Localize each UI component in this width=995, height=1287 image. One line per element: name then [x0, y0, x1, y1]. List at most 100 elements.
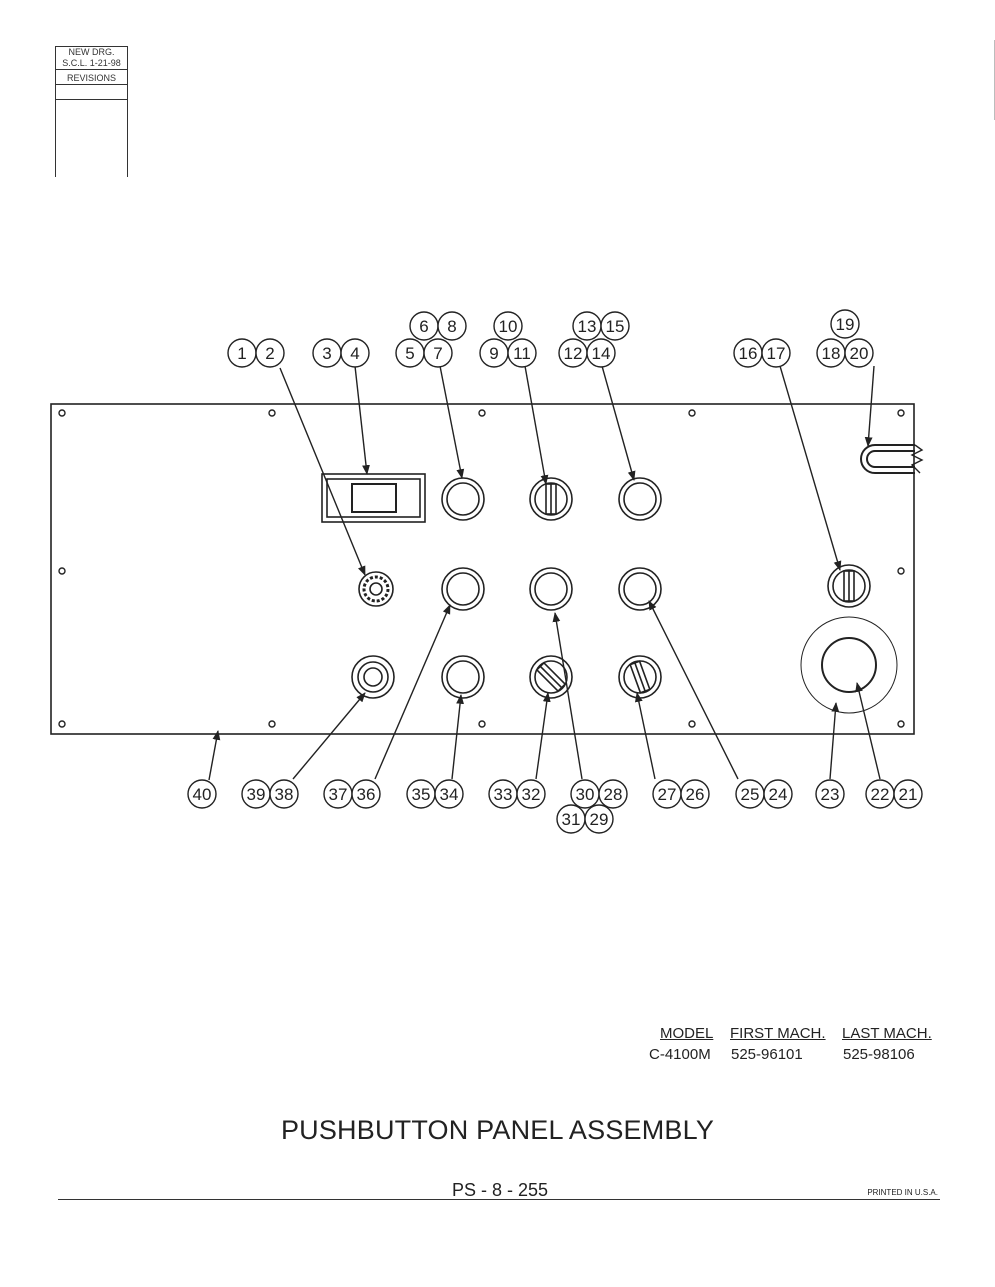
- callout-38: 38: [269, 779, 299, 809]
- callout-1: 1: [227, 338, 257, 368]
- indicator-light: [358, 571, 394, 607]
- revisions-header: REVISIONS: [66, 73, 116, 83]
- svg-text:29: 29: [590, 810, 609, 829]
- revision-date: S.C.L. 1-21-98: [62, 58, 121, 68]
- svg-text:22: 22: [871, 785, 890, 804]
- svg-text:30: 30: [576, 785, 595, 804]
- callout-9: 9: [479, 338, 509, 368]
- svg-text:18: 18: [822, 344, 841, 363]
- panel-outline: [50, 403, 915, 735]
- callout-32: 32: [516, 779, 546, 809]
- callout-36: 36: [351, 779, 381, 809]
- svg-text:35: 35: [412, 785, 431, 804]
- svg-text:40: 40: [193, 785, 212, 804]
- svg-text:19: 19: [836, 315, 855, 334]
- selector-switch-col2-top: [529, 477, 573, 521]
- hour-meter: [321, 473, 426, 523]
- svg-text:14: 14: [592, 344, 611, 363]
- svg-text:4: 4: [350, 344, 359, 363]
- callout-11: 11: [507, 338, 537, 368]
- revision-new-drawing: NEW DRG.: [68, 47, 115, 57]
- model-header: MODEL: [660, 1025, 714, 1042]
- callout-15: 15: [600, 311, 630, 341]
- pushbutton-col1-mid: [441, 567, 485, 611]
- callout-26: 26: [680, 779, 710, 809]
- first-mach-value: 525-96101: [731, 1046, 803, 1063]
- svg-text:31: 31: [562, 810, 581, 829]
- svg-text:12: 12: [564, 344, 583, 363]
- pushbutton-col1-bot: [441, 655, 485, 699]
- callout-3: 3: [312, 338, 342, 368]
- callout-21: 21: [893, 779, 923, 809]
- svg-text:38: 38: [275, 785, 294, 804]
- pushbutton-col3-top: [618, 477, 662, 521]
- svg-text:3: 3: [322, 344, 331, 363]
- svg-text:27: 27: [658, 785, 677, 804]
- callout-13: 13: [572, 311, 602, 341]
- callout-8: 8: [437, 311, 467, 341]
- svg-text:26: 26: [686, 785, 705, 804]
- callout-24: 24: [763, 779, 793, 809]
- footer-rule: [58, 1199, 940, 1200]
- callout-5: 5: [395, 338, 425, 368]
- svg-text:28: 28: [604, 785, 623, 804]
- pushbutton-col2-mid: [529, 567, 573, 611]
- callout-29: 29: [584, 804, 614, 834]
- callout-37: 37: [323, 779, 353, 809]
- callout-2: 2: [255, 338, 285, 368]
- callout-12: 12: [558, 338, 588, 368]
- emergency-stop-button: [800, 616, 898, 714]
- svg-text:36: 36: [357, 785, 376, 804]
- cable-connector: [860, 444, 924, 474]
- last-mach-header: LAST MACH.: [842, 1025, 932, 1042]
- page-number: PS - 8 - 255: [451, 1180, 549, 1200]
- svg-text:8: 8: [447, 317, 456, 336]
- svg-text:39: 39: [247, 785, 266, 804]
- svg-text:34: 34: [440, 785, 459, 804]
- callout-17: 17: [761, 338, 791, 368]
- svg-text:20: 20: [850, 344, 869, 363]
- callout-34: 34: [434, 779, 464, 809]
- svg-text:25: 25: [741, 785, 760, 804]
- first-mach-header: FIRST MACH.: [730, 1025, 826, 1042]
- model-value: C-4100M: [649, 1046, 711, 1063]
- callout-20: 20: [844, 338, 874, 368]
- callout-39: 39: [241, 779, 271, 809]
- pushbutton-bottom-left: [351, 655, 395, 699]
- revision-box: NEW DRG. S.C.L. 1-21-98 REVISIONS: [55, 46, 128, 177]
- callout-33: 33: [488, 779, 518, 809]
- selector-switch-col2-bot: [529, 655, 573, 699]
- callout-18: 18: [816, 338, 846, 368]
- svg-text:6: 6: [419, 317, 428, 336]
- svg-text:2: 2: [265, 344, 274, 363]
- svg-text:17: 17: [767, 344, 786, 363]
- svg-text:16: 16: [739, 344, 758, 363]
- mounting-holes: [58, 409, 905, 728]
- callout-7: 7: [423, 338, 453, 368]
- printed-in-usa: PRINTED IN U.S.A.: [867, 1188, 938, 1197]
- callout-25: 25: [735, 779, 765, 809]
- svg-text:21: 21: [899, 785, 918, 804]
- svg-text:23: 23: [821, 785, 840, 804]
- svg-text:10: 10: [499, 317, 518, 336]
- callout-35: 35: [406, 779, 436, 809]
- callout-19: 19: [830, 309, 860, 339]
- callout-6: 6: [409, 311, 439, 341]
- svg-text:37: 37: [329, 785, 348, 804]
- svg-text:7: 7: [433, 344, 442, 363]
- callout-30: 30: [570, 779, 600, 809]
- svg-text:33: 33: [494, 785, 513, 804]
- svg-text:11: 11: [513, 344, 531, 363]
- callout-22: 22: [865, 779, 895, 809]
- svg-text:9: 9: [489, 344, 498, 363]
- svg-text:24: 24: [769, 785, 788, 804]
- page-title: PUSHBUTTON PANEL ASSEMBLY: [280, 1115, 715, 1145]
- callout-40: 40: [187, 779, 217, 809]
- callout-31: 31: [556, 804, 586, 834]
- callout-23: 23: [815, 779, 845, 809]
- last-mach-value: 525-98106: [843, 1046, 915, 1063]
- svg-text:5: 5: [405, 344, 414, 363]
- callout-28: 28: [598, 779, 628, 809]
- callout-10: 10: [493, 311, 523, 341]
